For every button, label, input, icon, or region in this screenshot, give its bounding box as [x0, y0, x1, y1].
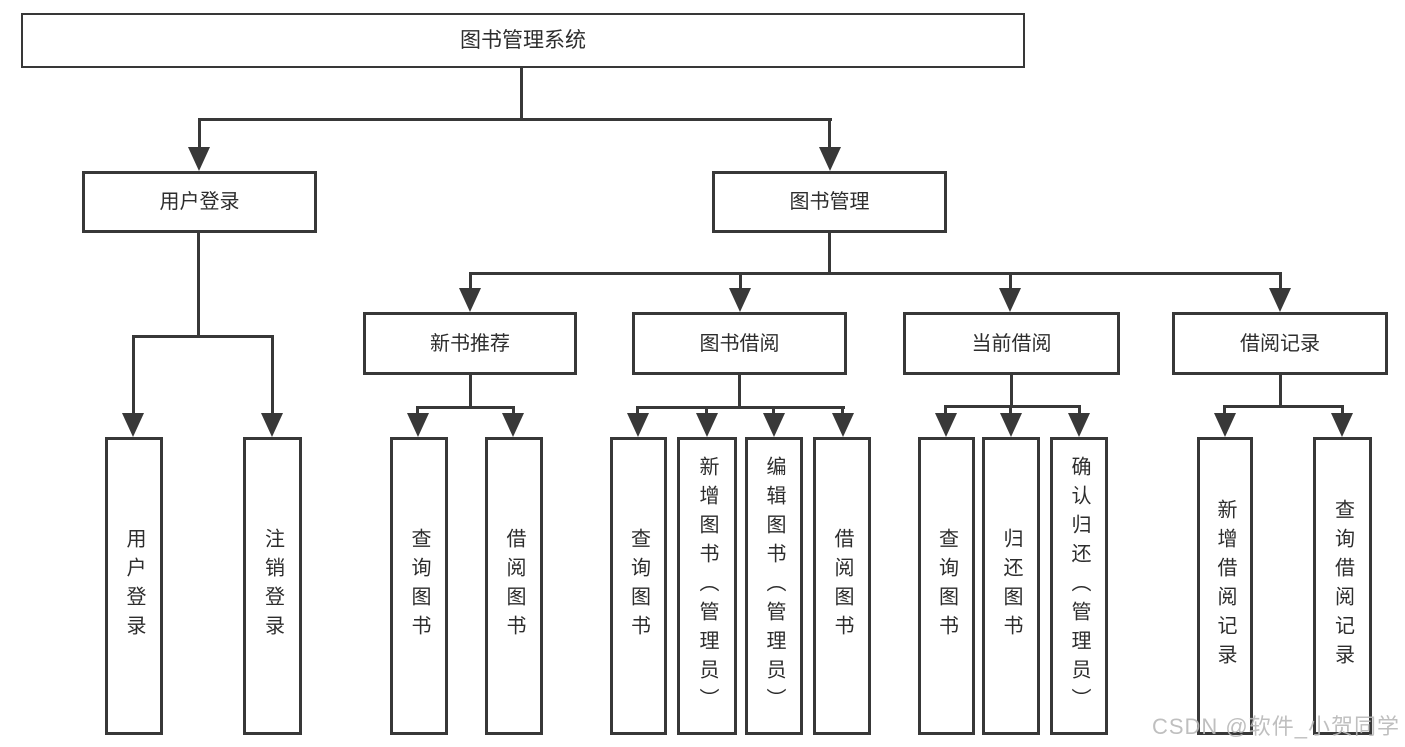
node-user-login: 用户登录: [82, 171, 317, 233]
connector-line: [705, 406, 708, 416]
node-root-label: 图书管理系统: [460, 29, 586, 52]
arrowhead-down-icon: [819, 147, 841, 171]
connector-line: [1279, 375, 1282, 408]
leaf-nbr-borrow-books: 借阅图书: [485, 437, 543, 735]
arrowhead-down-icon: [502, 413, 524, 437]
leaf-bb-borrow-books: 借阅图书: [813, 437, 871, 735]
connector-line: [271, 335, 274, 415]
arrowhead-down-icon: [122, 413, 144, 437]
leaf-br-query-record-label: 查询借阅记录: [1331, 499, 1354, 673]
leaf-cb-return-books-label: 归还图书: [1000, 528, 1022, 644]
arrowhead-down-icon: [1000, 413, 1022, 437]
leaf-nbr-query-books-label: 查询图书: [408, 528, 430, 644]
connector-line: [197, 233, 200, 338]
leaf-bb-add-books-admin-label: 新增图书（管理员）: [696, 455, 718, 717]
connector-line: [1078, 405, 1081, 416]
connector-line: [416, 406, 419, 416]
node-book-borrow: 图书借阅: [632, 312, 847, 375]
connector-line: [1279, 272, 1282, 290]
leaf-cb-query-books-label: 查询图书: [935, 528, 958, 644]
node-current-borrow-label: 当前借阅: [971, 332, 1052, 355]
leaf-br-add-record-label: 新增借阅记录: [1214, 499, 1236, 673]
connector-line: [469, 375, 472, 409]
arrowhead-down-icon: [627, 413, 649, 437]
arrowhead-down-icon: [261, 413, 283, 437]
node-book-management: 图书管理: [712, 171, 947, 233]
node-current-borrow: 当前借阅: [903, 312, 1120, 375]
watermark: CSDN @软件_小贺同学: [1151, 714, 1400, 739]
leaf-bb-query-books-label: 查询图书: [627, 528, 650, 644]
connector-line: [469, 272, 472, 290]
leaf-nbr-query-books: 查询图书: [390, 437, 448, 735]
leaf-bb-edit-books-admin: 编辑图书（管理员）: [745, 437, 803, 735]
connector-line: [944, 405, 1081, 408]
connector-line: [738, 375, 741, 409]
leaf-cb-return-books: 归还图书: [982, 437, 1040, 735]
connector-line: [198, 118, 201, 150]
connector-line: [828, 233, 831, 275]
connector-line: [416, 406, 515, 409]
connector-line: [1223, 405, 1344, 408]
connector-line: [132, 335, 135, 415]
connector-line: [772, 406, 775, 416]
arrowhead-down-icon: [1214, 413, 1236, 437]
connector-line: [828, 118, 831, 150]
connector-line: [636, 406, 639, 416]
connector-line: [636, 406, 845, 409]
node-new-book-recommend: 新书推荐: [363, 312, 577, 375]
leaf-nbr-borrow-books-label: 借阅图书: [503, 528, 525, 644]
leaf-user-login: 用户登录: [105, 437, 163, 735]
arrowhead-down-icon: [763, 413, 785, 437]
leaf-br-query-record: 查询借阅记录: [1313, 437, 1372, 735]
leaf-bb-query-books: 查询图书: [610, 437, 667, 735]
node-user-login-label: 用户登录: [159, 191, 240, 213]
connector-line: [198, 118, 832, 121]
arrowhead-down-icon: [1068, 413, 1090, 437]
leaf-cb-confirm-return-admin: 确认归还（管理员）: [1050, 437, 1108, 735]
arrowhead-down-icon: [999, 288, 1021, 312]
connector-line: [520, 68, 523, 121]
arrowhead-down-icon: [188, 147, 210, 171]
connector-line: [132, 335, 274, 338]
connector-line: [841, 406, 844, 416]
leaf-logout: 注销登录: [243, 437, 302, 735]
arrowhead-down-icon: [1331, 413, 1353, 437]
leaf-cb-confirm-return-admin-label: 确认归还（管理员）: [1068, 455, 1090, 717]
connector-line: [1223, 405, 1226, 416]
connector-line: [739, 272, 742, 290]
node-new-book-recommend-label: 新书推荐: [430, 332, 510, 355]
connector-line: [1341, 405, 1344, 416]
arrowhead-down-icon: [459, 288, 481, 312]
leaf-user-login-label: 用户登录: [123, 528, 145, 644]
connector-line: [469, 272, 1282, 275]
leaf-bb-edit-books-admin-label: 编辑图书（管理员）: [763, 455, 785, 717]
connector-line: [1009, 405, 1012, 416]
arrowhead-down-icon: [407, 413, 429, 437]
connector-line: [512, 406, 515, 416]
node-root: 图书管理系统: [21, 13, 1025, 68]
node-book-borrow-label: 图书借阅: [699, 332, 780, 355]
arrowhead-down-icon: [1269, 288, 1291, 312]
arrowhead-down-icon: [935, 413, 957, 437]
leaf-br-add-record: 新增借阅记录: [1197, 437, 1253, 735]
arrowhead-down-icon: [832, 413, 854, 437]
node-book-management-label: 图书管理: [789, 191, 870, 213]
arrowhead-down-icon: [729, 288, 751, 312]
arrowhead-down-icon: [696, 413, 718, 437]
connector-line: [1009, 272, 1012, 290]
leaf-bb-add-books-admin: 新增图书（管理员）: [677, 437, 737, 735]
leaf-cb-query-books: 查询图书: [918, 437, 975, 735]
leaf-logout-label: 注销登录: [261, 528, 284, 644]
connector-line: [944, 405, 947, 416]
node-borrow-records-label: 借阅记录: [1240, 332, 1320, 355]
leaf-bb-borrow-books-label: 借阅图书: [831, 528, 853, 644]
connector-line: [1010, 375, 1013, 408]
node-borrow-records: 借阅记录: [1172, 312, 1388, 375]
